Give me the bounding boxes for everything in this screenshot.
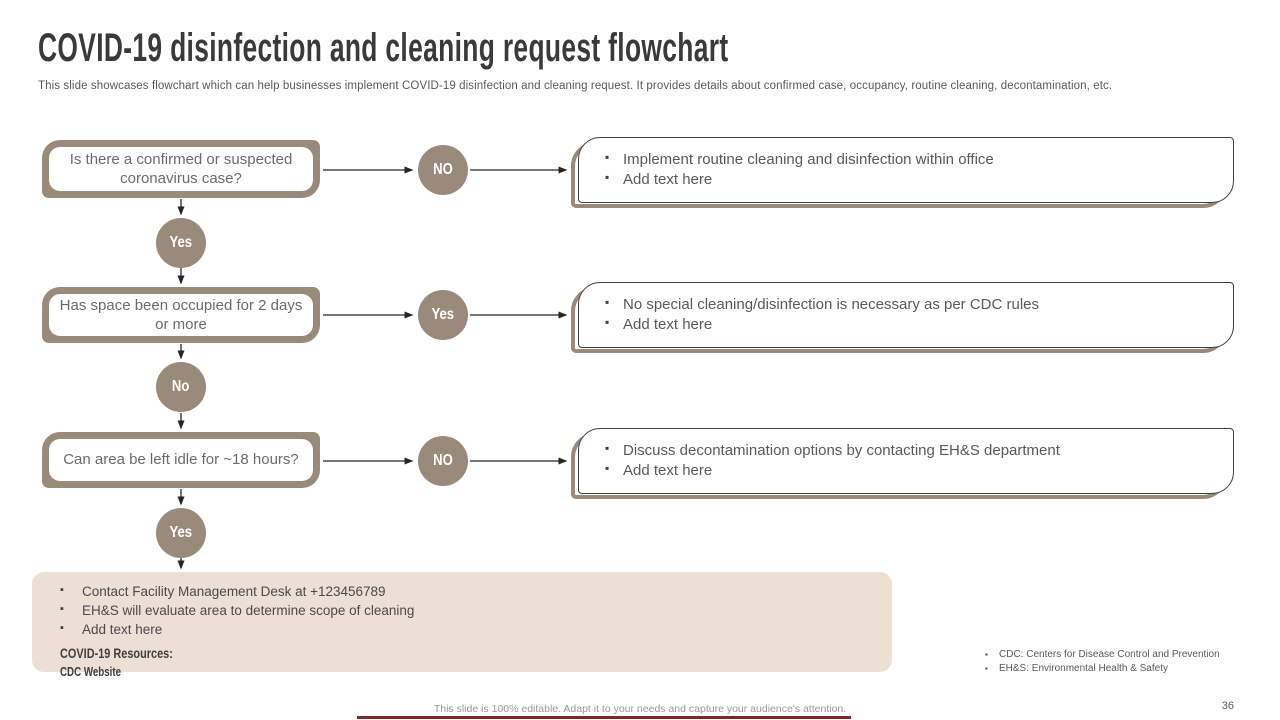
result-bullet: Discuss decontamination options by conta… — [605, 441, 1060, 461]
down-circle-yes-3: Yes — [156, 508, 206, 558]
branch-circle-no-1: NO — [418, 145, 468, 195]
down-circle-no-2: No — [156, 362, 206, 412]
resources-heading: COVID-19 Resources: — [60, 644, 173, 661]
page-number: 36 — [1221, 700, 1234, 712]
result-bullet: Add text here — [605, 461, 1060, 481]
footer-note: This slide is 100% editable. Adapt it to… — [433, 703, 847, 715]
page-subtitle: This slide showcases flowchart which can… — [38, 80, 1113, 92]
result-box-body: Discuss decontamination options by conta… — [578, 428, 1234, 494]
final-bullet-list: Contact Facility Management Desk at +123… — [60, 584, 872, 639]
final-action-box: Contact Facility Management Desk at +123… — [32, 572, 892, 679]
result-box-decontamination: Discuss decontamination options by conta… — [571, 428, 1234, 499]
cdc-website-link[interactable]: CDC Website — [60, 664, 122, 679]
question-box-area-idle: Can area be left idle for ~18 hours? — [42, 432, 320, 488]
branch-circle-yes-2: Yes — [418, 290, 468, 340]
final-bullet: EH&S will evaluate area to determine sco… — [60, 603, 872, 619]
abbreviation-legend: CDC: Centers for Disease Control and Pre… — [985, 648, 1265, 676]
branch-circle-no-3: NO — [418, 436, 468, 486]
branch-label: NO — [433, 161, 453, 178]
final-bullet: Contact Facility Management Desk at +123… — [60, 584, 872, 600]
branch-label: Yes — [431, 306, 455, 323]
question-text: Has space been occupied for 2 days or mo… — [49, 294, 313, 336]
result-bullet-list: Discuss decontamination options by conta… — [605, 441, 1060, 481]
question-box-confirmed-case: Is there a confirmed or suspected corona… — [42, 140, 320, 198]
down-label: Yes — [169, 234, 193, 251]
result-bullet: No special cleaning/disinfection is nece… — [605, 295, 1039, 315]
question-box-space-occupied: Has space been occupied for 2 days or mo… — [42, 287, 320, 343]
result-bullet: Add text here — [605, 315, 1039, 335]
result-bullet-list: No special cleaning/disinfection is nece… — [605, 295, 1039, 335]
final-bullet: Add text here — [60, 622, 872, 638]
result-box-body: Implement routine cleaning and disinfect… — [578, 137, 1234, 203]
footer-accent-line — [357, 716, 851, 719]
down-label: No — [172, 378, 190, 395]
result-box-body: No special cleaning/disinfection is nece… — [578, 282, 1234, 348]
question-text: Is there a confirmed or suspected corona… — [49, 147, 313, 191]
result-bullet-list: Implement routine cleaning and disinfect… — [605, 150, 994, 190]
legend-item: CDC: Centers for Disease Control and Pre… — [985, 648, 1265, 662]
result-box-no-special-cleaning: No special cleaning/disinfection is nece… — [571, 282, 1234, 353]
page-title: COVID-19 disinfection and cleaning reque… — [38, 26, 729, 70]
down-circle-yes-1: Yes — [156, 218, 206, 268]
down-label: Yes — [169, 524, 193, 541]
legend-item: EH&S: Environmental Health & Safety — [985, 662, 1265, 676]
result-bullet: Implement routine cleaning and disinfect… — [605, 150, 994, 170]
result-box-routine-cleaning: Implement routine cleaning and disinfect… — [571, 137, 1234, 208]
question-text: Can area be left idle for ~18 hours? — [49, 439, 313, 481]
branch-label: NO — [433, 452, 453, 469]
result-bullet: Add text here — [605, 170, 994, 190]
legend-list: CDC: Centers for Disease Control and Pre… — [985, 648, 1265, 676]
